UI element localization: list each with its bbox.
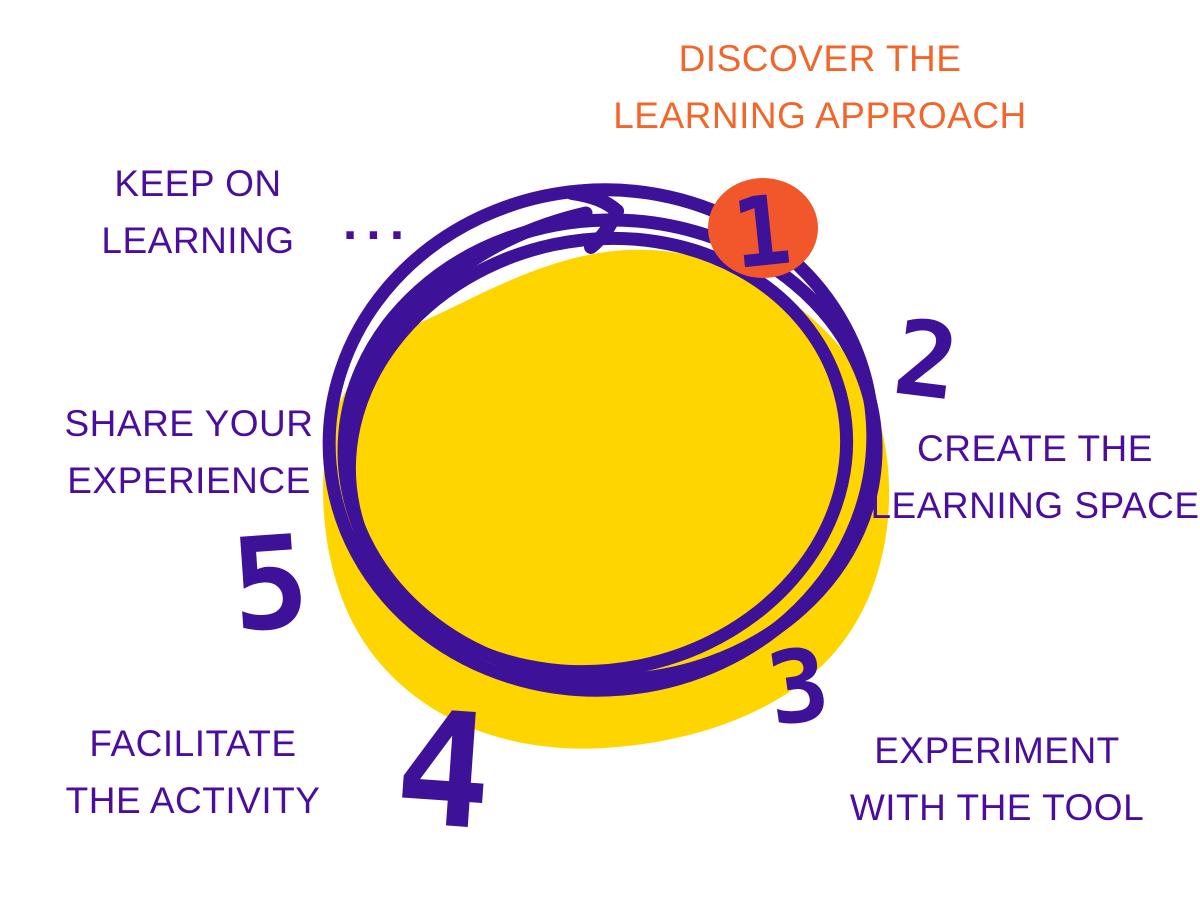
label-step-4-facilitate: FACILITATE THE ACTIVITY — [66, 715, 321, 829]
label-step-1-discover: DISCOVER THE LEARNING APPROACH — [613, 30, 1027, 144]
label-step-1-line2: LEARNING APPROACH — [613, 95, 1027, 136]
label-step-5-line1: SHARE YOUR — [64, 403, 314, 444]
label-step-5-line2: EXPERIENCE — [67, 460, 311, 501]
ellipsis-dots: ... — [342, 193, 414, 251]
keep-on-learning-line2: LEARNING — [101, 220, 295, 261]
label-step-4-line1: FACILITATE — [89, 723, 297, 764]
label-step-5-share: SHARE YOUR EXPERIENCE — [65, 395, 314, 509]
loop-ellipse-inner — [342, 231, 854, 679]
step-number-1: 1 — [727, 173, 796, 290]
loop-arrow-icon — [565, 186, 624, 254]
label-step-2-line1: CREATE THE — [917, 428, 1153, 469]
keep-on-learning-line1: KEEP ON — [114, 163, 282, 204]
label-step-4-line2: THE ACTIVITY — [65, 780, 321, 821]
step-number-5: 5 — [226, 508, 313, 662]
keep-on-learning-label: KEEP ON LEARNING — [101, 155, 294, 269]
label-step-3-line1: EXPERIMENT — [874, 730, 1120, 771]
label-step-2-line2: LEARNING SPACE — [870, 485, 1200, 526]
label-step-3-line2: WITH THE TOOL — [849, 787, 1145, 828]
label-step-2-create: CREATE THE LEARNING SPACE — [870, 420, 1199, 534]
step-1-badge — [708, 178, 818, 278]
arrow-curve — [345, 206, 593, 439]
step-number-2: 2 — [888, 296, 965, 425]
label-step-1-line1: DISCOVER THE — [678, 38, 962, 79]
step-number-4: 4 — [390, 676, 498, 866]
label-step-3-experiment: EXPERIMENT WITH THE TOOL — [850, 722, 1144, 836]
